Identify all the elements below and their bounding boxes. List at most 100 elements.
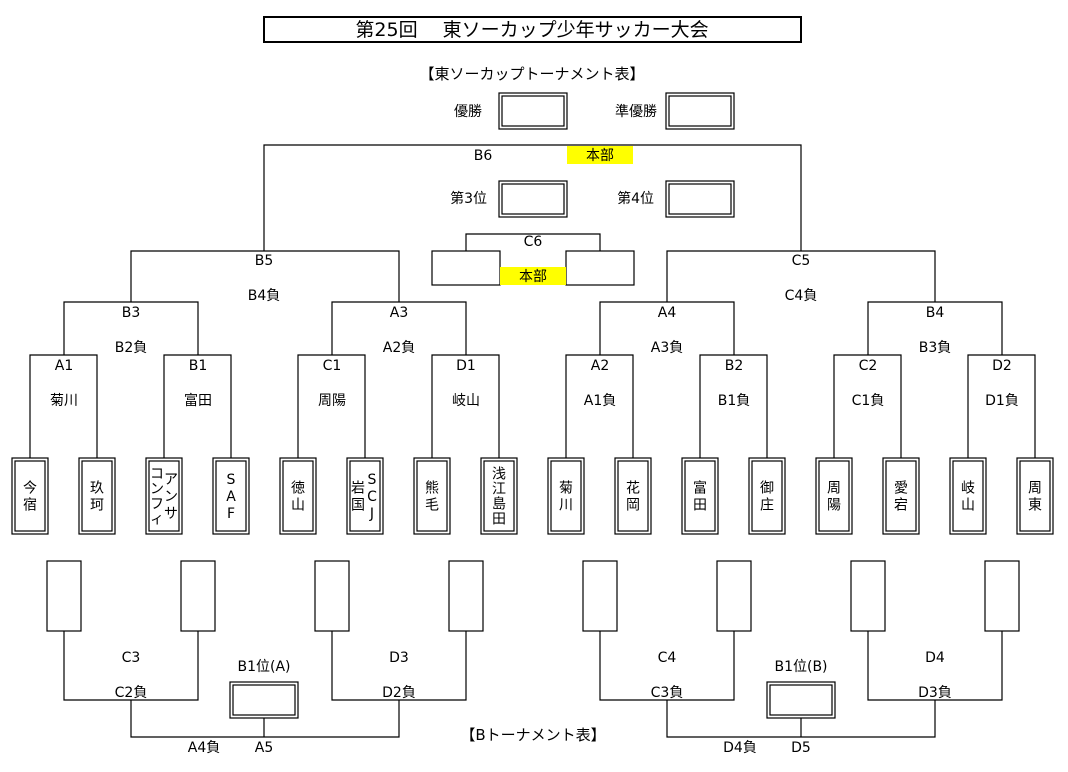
team-box: 周陽 [815,457,853,535]
qf-a3-line [331,301,467,355]
team-name-char: コ [150,467,164,483]
match-d2: D2 [992,358,1012,374]
runner-up-label: 準優勝 [615,104,657,120]
team-name-char: 花 [626,481,640,497]
team-name-char: A [226,489,236,505]
seed-b1: 富田 [184,392,212,409]
b-entry-box [314,560,350,632]
team-name-char: 富 [693,480,707,497]
team-name-char: 玖 [90,481,104,497]
b-heading: 【Bトーナメント表】 [460,726,605,744]
b-entry-box [984,560,1020,632]
team-box: 徳山 [279,457,317,535]
match-c5: C5 [792,253,811,269]
team-box: 周東 [1016,457,1054,535]
b-tournament-boxes [46,560,1020,632]
match-d4: D4 [925,650,945,666]
team-name-char: S [227,472,236,488]
r1-b2-line [699,354,768,458]
team-name-char: F [227,506,235,522]
team-name-char: サ [164,506,178,522]
team-name-char: 東 [1028,498,1042,514]
team-name-char: 陽 [827,498,841,514]
match-a2: A2 [591,358,609,374]
r1-c1-line [297,354,366,458]
match-b6: B6 [474,148,493,164]
match-c3: C3 [122,650,141,666]
team-name-char: ア [164,472,178,488]
loser-c1: C1負 [852,393,885,409]
team-name-char: 宿 [23,497,37,514]
match-c4: C4 [658,650,677,666]
qf-b4-line [867,301,1003,355]
team-name-char: 山 [291,498,305,514]
semi-left-line [130,250,400,302]
team-name-char: 田 [492,512,506,528]
loser-a1: A1負 [584,393,616,409]
team-name-char: 徳 [291,481,305,497]
team-name-char: 国 [351,498,365,514]
match-b3: B3 [122,305,141,321]
match-d1: D1 [456,358,476,374]
loser-b1: B1負 [718,393,751,409]
b-first-b-label: B1位(B) [774,659,827,675]
team-name-char: フ [150,497,164,513]
team-name-char: J [369,506,374,522]
match-a5: A5 [255,740,273,756]
b-entry-box [850,560,886,632]
team-name-char: 熊 [425,481,439,497]
third-label: 第3位 [450,190,487,207]
match-b2: B2 [725,358,744,374]
team-box: 菊川 [547,457,585,535]
fourth-box [665,180,735,218]
loser-a3: A3負 [651,340,683,356]
b-a5-line [130,700,400,738]
loser-a2: A2負 [383,340,415,356]
loser-b2: B2負 [115,340,148,356]
team-name-char: 岩 [351,481,365,497]
loser-c4: C4負 [785,288,818,304]
team-box: 熊毛 [413,457,451,535]
team-name-char: S [368,472,377,488]
team-box: SAF [212,457,250,535]
qf-a4-line [599,301,735,355]
match-c2: C2 [859,358,878,374]
match-c6: C6 [524,234,543,250]
match-b5: B5 [255,253,274,269]
fourth-label: 第4位 [617,190,654,207]
seed-c1: 周陽 [318,393,346,409]
loser-b4: B4負 [248,288,281,304]
team-boxes: 今宿玖珂アンサコンフィSAF徳山SCJ岩国熊毛浅江島田菊川花岡富田御庄周陽愛宕岐… [11,457,1054,535]
r1-c2-line [833,354,902,458]
champion-label: 優勝 [454,104,482,120]
b-entry-box [716,560,752,632]
match-c1: C1 [323,358,342,374]
team-name-char: 御 [760,481,774,497]
seed-d1: 岐山 [452,393,480,409]
team-name-char: 庄 [760,497,774,514]
loser-d1: D1負 [985,393,1019,409]
team-name-char: 浅 [492,467,506,483]
team-name-char: 珂 [90,498,104,514]
main-heading: 【東ソーカップトーナメント表】 [419,65,644,83]
page-title: 第25回 東ソーカップ少年サッカー大会 [355,19,708,41]
team-name-char: 田 [693,498,707,514]
team-name-char: 周 [827,481,841,497]
team-name-char: 菊 [559,481,573,497]
team-box: 玖珂 [78,457,116,535]
b-first-a-label: B1位(A) [237,659,290,675]
seed-a1: 菊川 [50,393,78,409]
r1-a2-line [565,354,634,458]
b-entry-box [180,560,216,632]
hq-highlight-final [567,146,633,164]
team-name-char: ン [150,482,164,498]
r1-b1-line [163,354,232,458]
c6-right-box [565,250,635,286]
loser-c3: C3負 [651,685,684,701]
champion-box [498,92,568,130]
final-bracket-line [263,144,802,251]
hq-label-third: 本部 [519,269,547,285]
team-name-char: 毛 [425,498,439,514]
